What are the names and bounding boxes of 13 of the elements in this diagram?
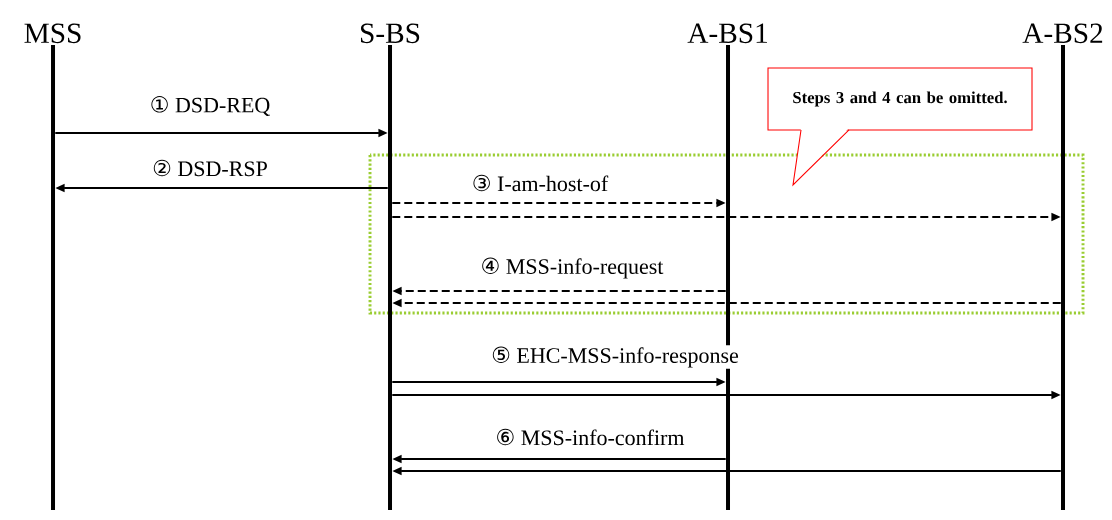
- edge-label: ④ MSS-info-request: [479, 256, 665, 280]
- edge-label: ② DSD-RSP: [150, 158, 270, 178]
- callout-box: Steps 3 and 4 can be omitted.: [767, 67, 1033, 187]
- node-label: MSS: [24, 23, 81, 44]
- edge-label: ③ I-am-host-of: [470, 173, 610, 193]
- node-label: A-BS2: [1022, 23, 1103, 44]
- lifeline: MSS: [24, 23, 81, 510]
- node-label: A-BS1: [687, 23, 767, 44]
- lifeline: S-BS: [361, 23, 420, 510]
- edge-label: ⑤ EHC-MSS-info-response: [489, 345, 741, 369]
- edge-label: ⑥ MSS-info-confirm: [494, 427, 686, 447]
- edge-label: ① DSD-REQ: [148, 94, 272, 118]
- node-label: S-BS: [361, 23, 420, 44]
